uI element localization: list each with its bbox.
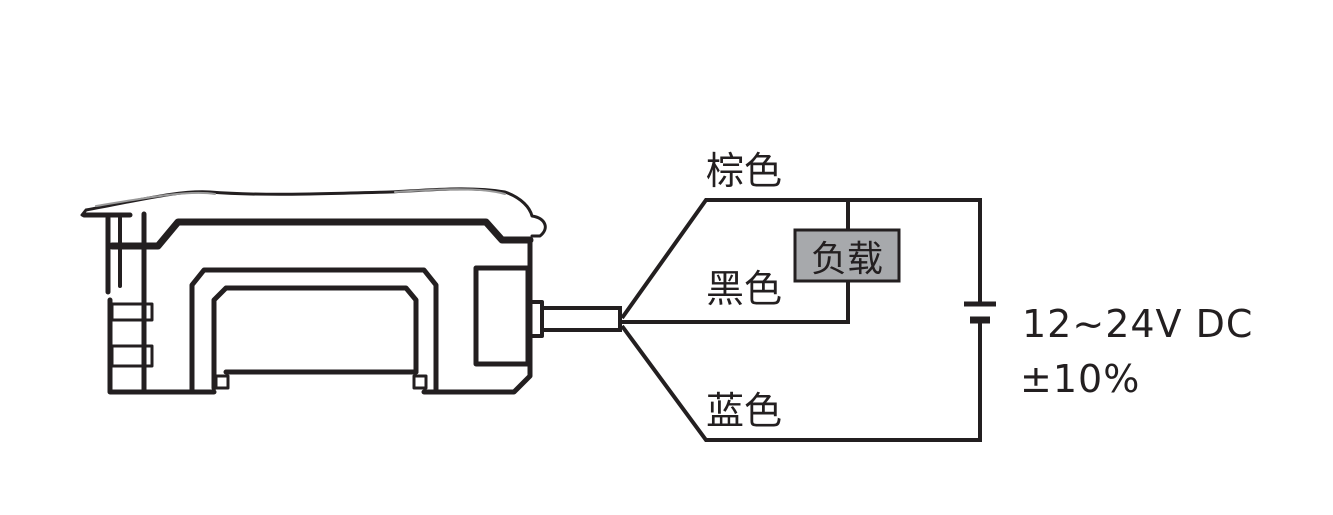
sensor-amplifier [80,187,547,395]
blue-wire [620,322,982,442]
sensor-rail-channel-inner [211,285,419,391]
supply-voltage-label: 12~24V DC [1022,302,1254,346]
load-box [793,228,901,283]
load-label: 负载 [810,238,883,280]
sensor-top-rail [108,218,534,250]
brown-wire-label: 棕色 [706,149,783,193]
sensor-left-base [107,297,217,395]
blue-wire-label: 蓝色 [706,389,783,433]
brown-wire [620,198,982,320]
sensor-rail-channel-outer [189,267,439,395]
sensor-top-cover-shadow [95,188,506,207]
supply-tolerance-label: ±10% [1020,357,1141,401]
dc-supply-symbol [964,301,996,324]
cable-sleeve [542,306,622,332]
sensor-end-block [473,265,531,367]
sensor-rail-hook-right [412,374,428,390]
black-wire-label: 黑色 [706,267,783,311]
sensor-rail-hook-left [214,374,230,390]
sensor-cable-connector [528,300,544,338]
sensor-top-cover [80,187,547,238]
